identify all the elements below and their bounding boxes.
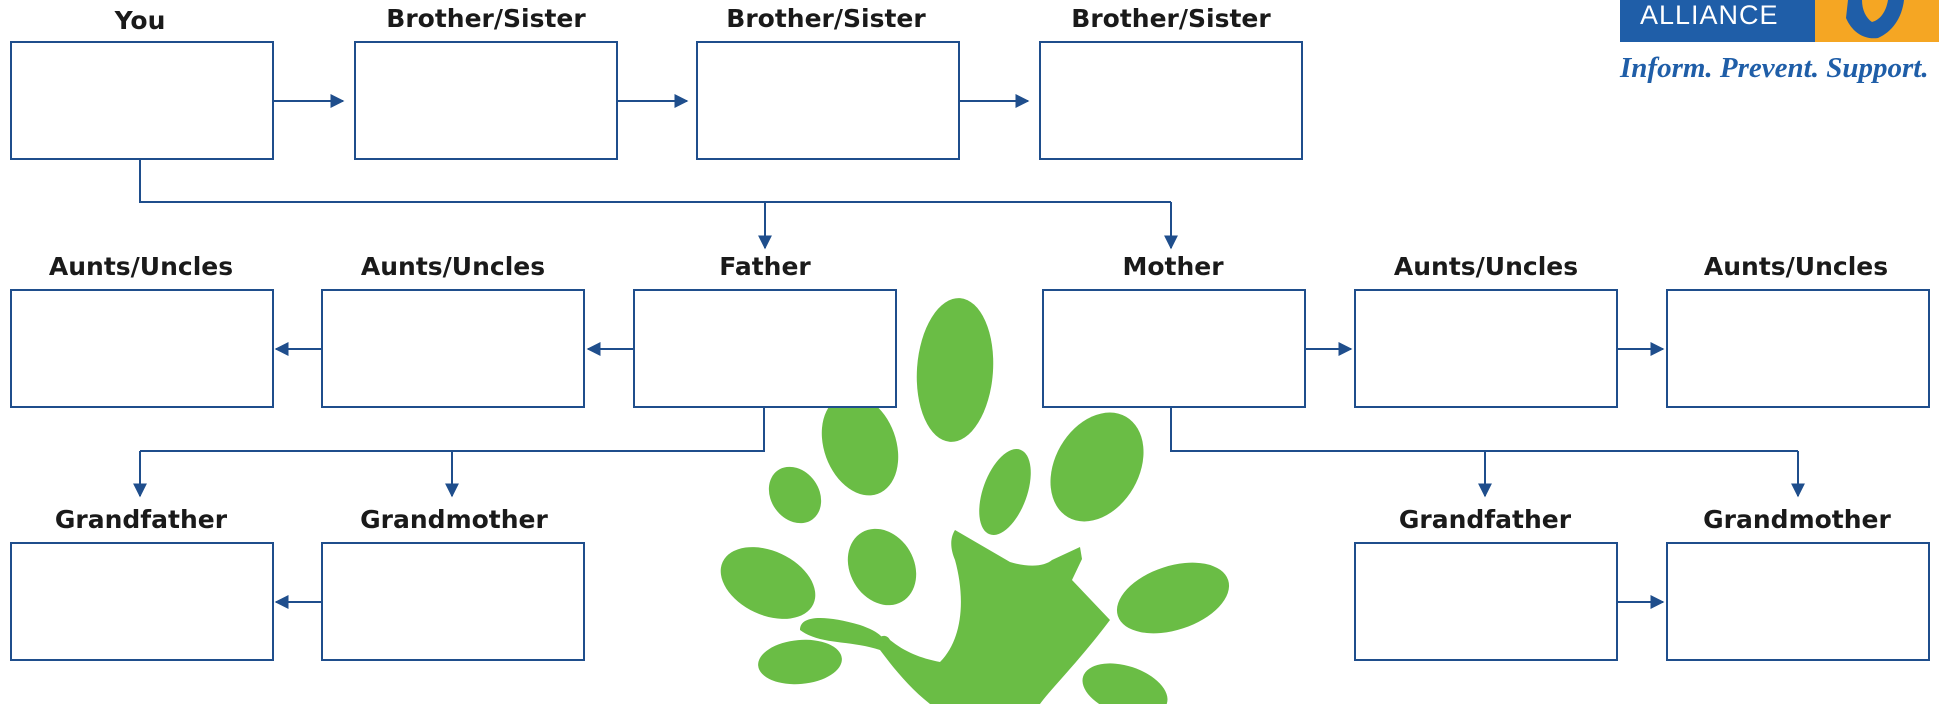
connector-mother-grandparents [1170, 408, 1798, 452]
node-maternal-grandmother: Grandmother [1666, 505, 1930, 661]
node-label: Grandfather [1399, 505, 1572, 534]
node-label: Mother [1122, 252, 1224, 281]
leaf-bottom-left [758, 639, 842, 685]
node-sibling-1: Brother/Sister [354, 4, 618, 160]
logo-figure-icon [1846, 0, 1904, 39]
tree-branch-left [800, 618, 884, 650]
connector-father-grandparents [140, 408, 765, 452]
leaf-left-upper [821, 394, 899, 496]
node-label: Grandfather [55, 505, 228, 534]
leaf-left-lower [720, 547, 816, 619]
node-box[interactable] [1039, 41, 1303, 160]
leaf-left-small [768, 466, 822, 524]
alliance-logo: ALLIANCE Inform. Prevent. Support. [1619, 0, 1939, 84]
node-label: Brother/Sister [1071, 4, 1271, 33]
connectors [133, 94, 1805, 609]
logo-tagline: Inform. Prevent. Support. [1619, 52, 1929, 84]
node-label: Father [719, 252, 811, 281]
node-box[interactable] [1666, 542, 1930, 661]
node-label: Aunts/Uncles [1704, 252, 1888, 281]
node-maternal-aunts-uncles-1: Aunts/Uncles [1354, 252, 1618, 408]
leaf-center [979, 449, 1031, 535]
node-label: Aunts/Uncles [361, 252, 545, 281]
leaf-right-lower [1116, 562, 1230, 634]
node-label: Aunts/Uncles [49, 252, 233, 281]
node-box[interactable] [696, 41, 960, 160]
node-box[interactable] [1354, 289, 1618, 408]
leaf-bottom-right [1082, 663, 1168, 704]
node-box[interactable] [10, 289, 274, 408]
node-label: Brother/Sister [386, 4, 586, 33]
node-mother: Mother [1042, 252, 1306, 408]
tree-trunk [876, 530, 1110, 704]
node-label: Grandmother [360, 505, 548, 534]
node-paternal-grandmother: Grandmother [321, 505, 585, 661]
node-box[interactable] [321, 542, 585, 661]
node-box[interactable] [354, 41, 618, 160]
logo-word: ALLIANCE [1640, 0, 1779, 30]
node-box[interactable] [321, 289, 585, 408]
node-paternal-aunts-uncles-2: Aunts/Uncles [10, 252, 274, 408]
node-label: Aunts/Uncles [1394, 252, 1578, 281]
leaf-right-upper [1050, 412, 1144, 522]
node-box[interactable] [1666, 289, 1930, 408]
leaf-top [916, 298, 994, 442]
node-box[interactable] [10, 542, 274, 661]
node-label: Brother/Sister [726, 4, 926, 33]
node-box[interactable] [633, 289, 897, 408]
node-label: Grandmother [1703, 505, 1891, 534]
node-father: Father [633, 252, 897, 408]
node-sibling-2: Brother/Sister [696, 4, 960, 160]
node-box[interactable] [10, 41, 274, 160]
node-maternal-aunts-uncles-2: Aunts/Uncles [1666, 252, 1930, 408]
node-box[interactable] [1042, 289, 1306, 408]
leaf-center-left [847, 528, 917, 606]
node-paternal-grandfather: Grandfather [10, 505, 274, 661]
node-sibling-3: Brother/Sister [1039, 4, 1303, 160]
node-you: You [10, 6, 274, 160]
connector-you-parents [139, 160, 1171, 203]
node-paternal-aunts-uncles-1: Aunts/Uncles [321, 252, 585, 408]
node-label: You [114, 6, 166, 35]
node-box[interactable] [1354, 542, 1618, 661]
node-maternal-grandfather: Grandfather [1354, 505, 1618, 661]
logo-box [1620, 0, 1815, 42]
tree-illustration [720, 298, 1230, 704]
